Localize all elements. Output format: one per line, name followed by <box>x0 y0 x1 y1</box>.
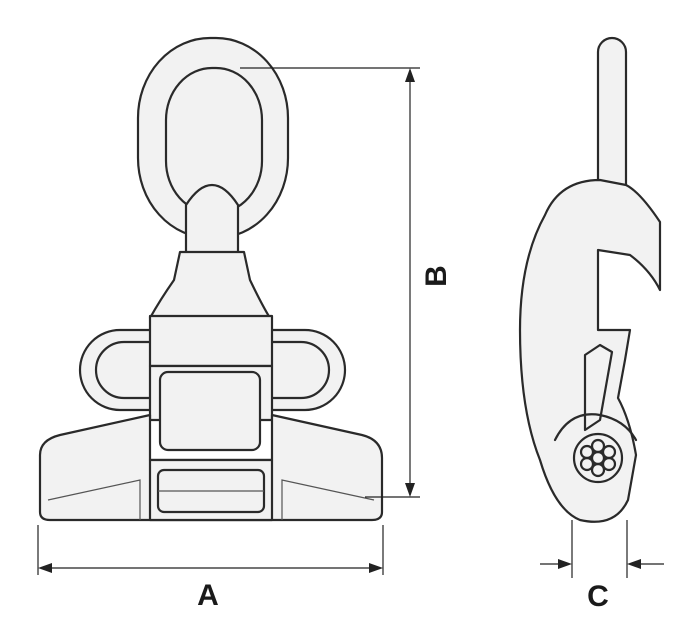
dimension-c: C <box>540 520 664 613</box>
dimension-b-label: B <box>420 265 453 287</box>
wire-rope <box>572 432 624 484</box>
side-latch <box>583 343 614 432</box>
side-jaw <box>553 413 638 442</box>
swivel-neck <box>148 184 272 320</box>
dimension-a: A <box>37 525 384 612</box>
central-body <box>148 314 274 452</box>
front-view <box>38 36 384 522</box>
dimension-c-label: C <box>587 580 609 613</box>
dimension-a-label: A <box>197 579 219 612</box>
dimension-b: B <box>240 67 453 498</box>
clamp-base <box>38 413 384 522</box>
side-view <box>518 36 662 523</box>
